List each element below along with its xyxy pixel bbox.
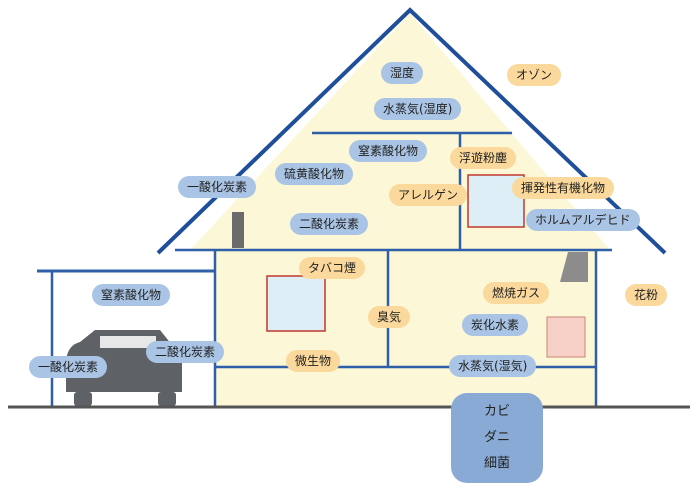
window-lower [266,275,326,332]
label-hydrocarbons: 炭化水素 [462,314,529,336]
label-odor: 臭気 [368,306,411,328]
label-microorganisms: 微生物 [286,350,341,372]
label-formaldehyde: ホルムアルデヒド [526,209,640,231]
label-carbon-monoxide-upper: 一酸化炭素 [178,176,257,198]
label-ozone: オゾン [507,64,562,86]
chimney [232,212,244,248]
label-bacteria: 細菌 [483,456,510,471]
label-tobacco-smoke: タバコ煙 [299,257,366,279]
label-carbon-monoxide-garage: 一酸化炭素 [29,356,108,378]
ground-contaminants-box: カビ ダニ 細菌 [451,393,543,483]
label-pollen: 花粉 [625,284,668,306]
label-mites: ダニ [483,430,510,445]
label-mold: カビ [483,404,510,419]
label-sulfur-oxides: 硫黄酸化物 [275,163,354,185]
kitchen-counter [546,316,586,358]
label-nitrogen-oxides-garage: 窒素酸化物 [92,284,171,306]
label-humidity: 湿度 [381,62,424,84]
label-water-vapor-moisture: 水蒸気(湿気) [449,355,537,377]
label-allergen: アレルゲン [389,184,468,206]
label-water-vapor-humidity: 水蒸気(湿度) [374,98,462,120]
label-carbon-dioxide-garage: 二酸化炭素 [146,341,225,363]
label-suspended-dust: 浮遊粉塵 [450,147,517,169]
label-nitrogen-oxides-attic: 窒素酸化物 [349,140,428,162]
label-combustion-gas: 燃焼ガス [483,282,550,304]
label-carbon-dioxide-upper: 二酸化炭素 [290,213,369,235]
label-voc: 揮発性有機化物 [512,177,615,199]
range-hood [560,252,588,282]
roof [156,7,667,255]
